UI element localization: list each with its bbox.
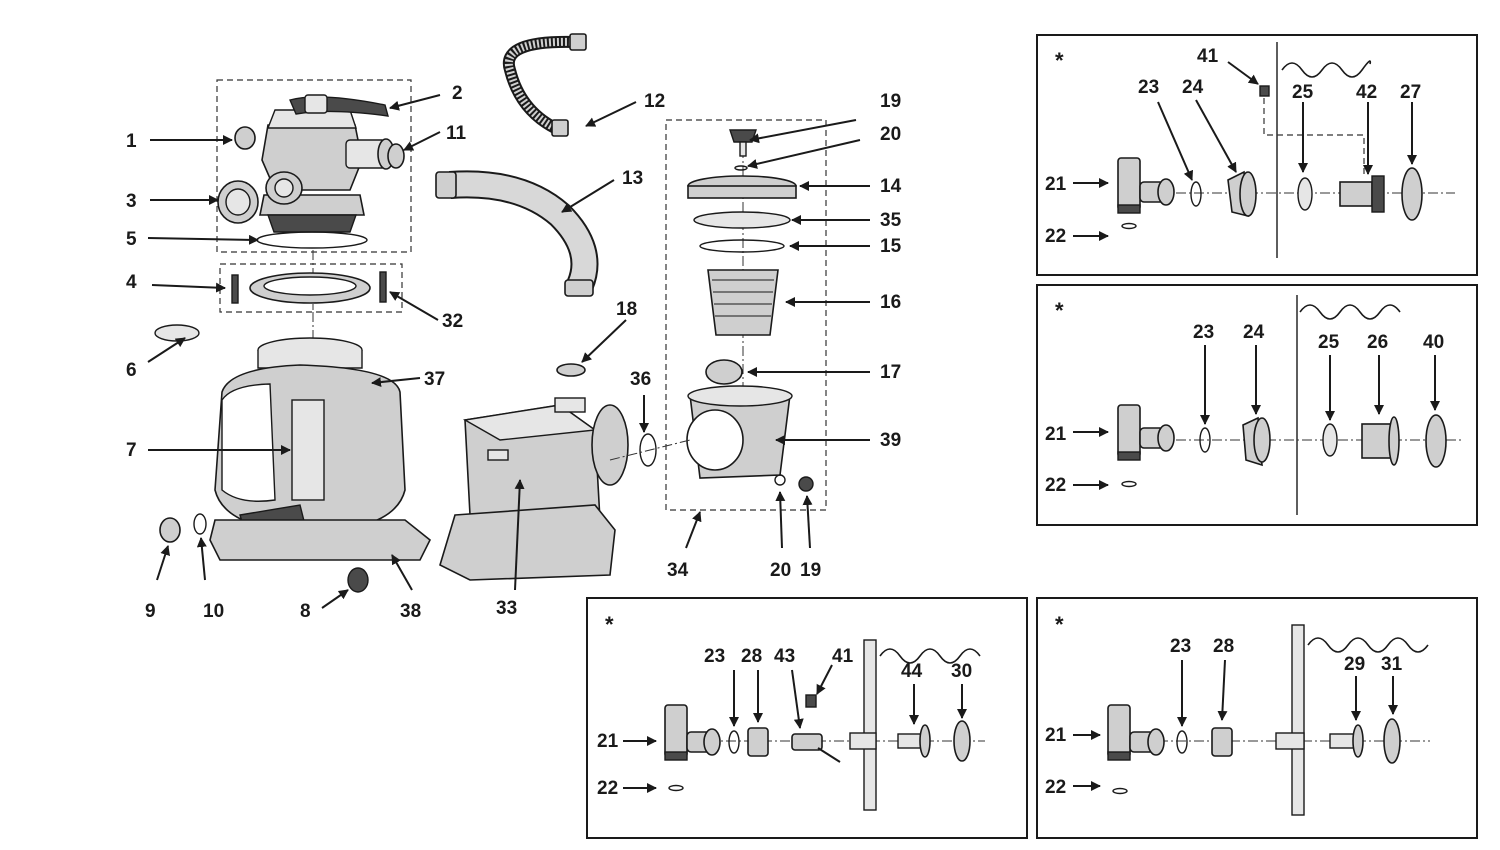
main-leaders <box>147 94 870 609</box>
panel-d-label-29: 29 <box>1344 654 1365 675</box>
label-2: 2 <box>452 83 463 104</box>
hose-13 <box>435 170 599 297</box>
panel-a-label-27: 27 <box>1400 82 1421 103</box>
panel-b-star: * <box>1055 298 1064 323</box>
drain-gasket <box>193 513 207 535</box>
label-5: 5 <box>126 229 137 250</box>
label-8: 8 <box>300 601 311 622</box>
panel-c-label-21: 21 <box>597 731 619 752</box>
panel-c-star: * <box>605 612 614 637</box>
panel-a-label-21: 21 <box>1045 174 1067 195</box>
label-11: 11 <box>446 123 467 144</box>
drain-cap <box>159 517 181 543</box>
label-3: 3 <box>126 191 137 212</box>
label-12: 12 <box>644 91 665 112</box>
pump-motor <box>439 397 629 581</box>
label-16: 16 <box>880 292 901 313</box>
panel-b-label-26: 26 <box>1367 332 1388 353</box>
label-35: 35 <box>880 210 902 231</box>
panel-a-label-23: 23 <box>1138 77 1159 98</box>
panel-a-star: * <box>1055 48 1064 73</box>
label-7: 7 <box>126 440 137 461</box>
label-13: 13 <box>622 168 643 189</box>
panel-a-label-22: 22 <box>1045 226 1066 247</box>
panel-d: * 21 22 23 28 29 31 <box>1036 597 1478 839</box>
panel-c-label-22: 22 <box>597 778 618 799</box>
panel-a-label-42: 42 <box>1356 82 1377 103</box>
sand-tank <box>154 324 432 593</box>
label-20-bottom: 20 <box>770 560 791 581</box>
panel-a-label-24: 24 <box>1182 77 1204 98</box>
panel-c-label-44: 44 <box>901 661 923 682</box>
panel-c-label-30: 30 <box>951 661 972 682</box>
panel-d-label-28: 28 <box>1213 636 1234 657</box>
panel-c: * 21 22 23 28 43 41 44 30 <box>586 597 1028 839</box>
label-15: 15 <box>880 236 902 257</box>
adapter-18 <box>556 363 586 377</box>
panel-b-label-22: 22 <box>1045 475 1066 496</box>
strainer-housing <box>686 129 814 492</box>
label-17: 17 <box>880 362 901 383</box>
hose-12 <box>502 33 587 137</box>
label-20-top: 20 <box>880 124 901 145</box>
label-18: 18 <box>616 299 637 320</box>
label-19-bottom: 19 <box>800 560 821 581</box>
panel-b-label-23: 23 <box>1193 322 1214 343</box>
panel-a: * 21 22 23 24 41 25 42 27 <box>1036 34 1478 276</box>
oring-36 <box>639 433 657 467</box>
label-10: 10 <box>203 601 224 622</box>
panel-d-label-21: 21 <box>1045 725 1067 746</box>
panel-b: * 21 22 23 24 25 26 40 <box>1036 284 1478 526</box>
label-19-top: 19 <box>880 91 901 112</box>
label-9: 9 <box>145 601 156 622</box>
panel-b-label-24: 24 <box>1243 322 1265 343</box>
multiport-valve <box>217 94 405 249</box>
panel-d-label-23: 23 <box>1170 636 1191 657</box>
label-38: 38 <box>400 601 421 622</box>
label-36: 36 <box>630 369 651 390</box>
label-6: 6 <box>126 360 137 381</box>
label-34: 34 <box>667 560 689 581</box>
panel-c-label-43: 43 <box>774 646 795 667</box>
panel-c-label-23: 23 <box>704 646 725 667</box>
panel-b-label-40: 40 <box>1423 332 1444 353</box>
panel-c-label-41: 41 <box>832 646 854 667</box>
label-32: 32 <box>442 311 463 332</box>
panel-d-star: * <box>1055 612 1064 637</box>
label-4: 4 <box>126 272 137 293</box>
panel-c-label-28: 28 <box>741 646 762 667</box>
panel-b-label-25: 25 <box>1318 332 1340 353</box>
label-33: 33 <box>496 598 517 619</box>
panel-a-label-41: 41 <box>1197 46 1219 67</box>
tank-clamp <box>231 271 387 304</box>
label-37: 37 <box>424 369 445 390</box>
panel-b-label-21: 21 <box>1045 424 1067 445</box>
panel-d-label-22: 22 <box>1045 777 1066 798</box>
main-labels: 1 2 3 4 5 6 7 8 9 10 11 12 13 14 15 16 1… <box>126 83 902 622</box>
label-1: 1 <box>126 131 137 152</box>
panel-a-label-25: 25 <box>1292 82 1314 103</box>
label-39: 39 <box>880 430 901 451</box>
panel-d-label-31: 31 <box>1381 654 1403 675</box>
label-14: 14 <box>880 176 902 197</box>
